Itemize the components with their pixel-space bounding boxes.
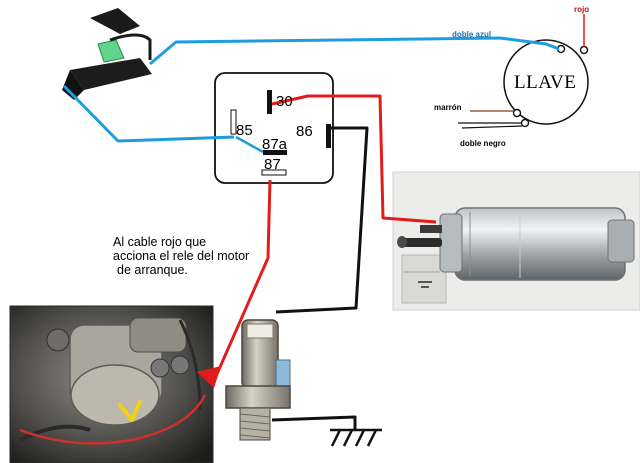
relay-pin-86-label: 86 xyxy=(296,123,313,140)
fuse-holder xyxy=(62,8,152,100)
label-doble-azul: doble azul xyxy=(452,30,492,39)
red-arrowhead xyxy=(197,366,221,388)
relay-pin-85-label: 85 xyxy=(236,122,253,139)
red-wires xyxy=(211,94,437,384)
ground-symbol xyxy=(330,428,382,447)
ignition-switch xyxy=(458,14,589,129)
starter-relay-note: Al cable rojo que acciona el rele del mo… xyxy=(113,235,249,277)
label-doble-negro: doble negro xyxy=(460,139,506,148)
ignition-title: LLAVE xyxy=(514,72,577,93)
relay xyxy=(214,72,334,184)
fuel-pump-photo xyxy=(392,171,640,311)
relay-pin-87a-label: 87a xyxy=(262,136,288,153)
note-line-3: de arranque. xyxy=(117,263,188,277)
label-rojo: rojo xyxy=(574,5,590,14)
starter-motor-photo xyxy=(9,305,214,463)
note-line-2: acciona el rele del motor xyxy=(113,249,250,263)
blue-wires xyxy=(62,36,560,143)
black-wires xyxy=(271,126,369,430)
relay-pin-30-label: 30 xyxy=(276,93,293,110)
label-marron: marrón xyxy=(434,103,462,112)
note-line-1: Al cable rojo que xyxy=(113,235,207,249)
pressure-switch-photo xyxy=(225,319,291,441)
relay-pin-87-label: 87 xyxy=(264,156,281,173)
